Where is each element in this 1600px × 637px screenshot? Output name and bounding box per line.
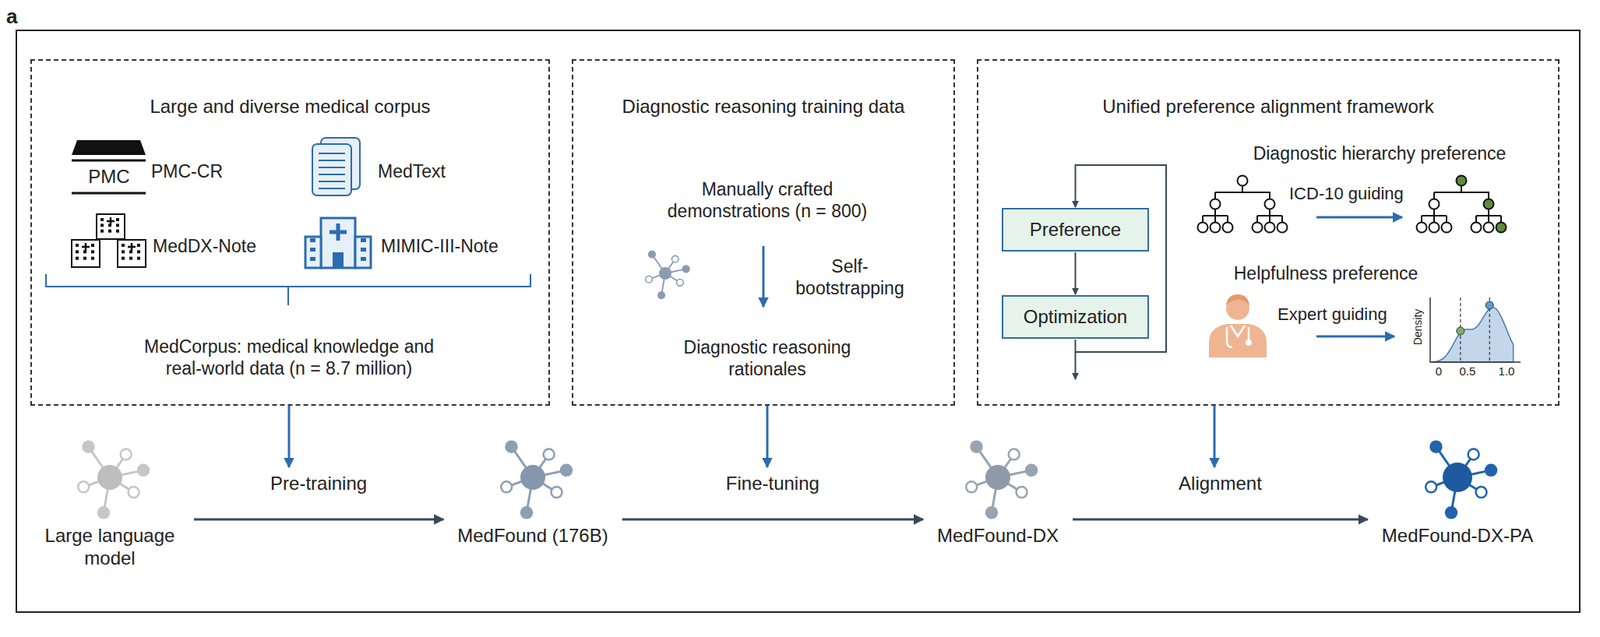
guide-arrow bbox=[1316, 216, 1403, 219]
model-node: MedFound-DX bbox=[929, 430, 1067, 547]
hierarchy-tree bbox=[1198, 176, 1288, 233]
feed-arrow bbox=[766, 405, 769, 468]
stage-arrow bbox=[622, 518, 924, 522]
bootstrap-arrow bbox=[762, 246, 765, 307]
model-node: MedFound (176B) bbox=[449, 430, 616, 547]
box-label: Preference bbox=[1029, 218, 1121, 241]
hierarchy-tree bbox=[1416, 176, 1507, 233]
doctor-icon bbox=[1208, 294, 1267, 358]
tick-label: 0 bbox=[1435, 364, 1442, 379]
bracket bbox=[45, 274, 531, 306]
guide-arrow bbox=[1316, 335, 1395, 339]
figure-frame bbox=[16, 30, 1580, 613]
corpus-name: PMC-CR bbox=[151, 160, 223, 183]
axis-title: Density bbox=[1411, 309, 1425, 346]
logo-text: PMC bbox=[88, 165, 130, 188]
corpus-name: MedDX-Note bbox=[152, 235, 257, 258]
model-node: MedFound-DX-PA bbox=[1374, 430, 1541, 547]
model-icon bbox=[951, 430, 1045, 525]
edge-label: Pre-training bbox=[270, 472, 367, 495]
process-box: Preference bbox=[1001, 207, 1149, 252]
data-note: Manually crafted demonstrations (n = 800… bbox=[650, 178, 885, 223]
hospital-icons bbox=[71, 214, 146, 268]
edge-label: Alignment bbox=[1178, 472, 1262, 495]
stage-arrow bbox=[193, 518, 444, 522]
loop-exit-arrow bbox=[1074, 352, 1077, 380]
panel-heading: Diagnostic reasoning training data bbox=[573, 95, 954, 118]
guide-label: ICD-10 guiding bbox=[1289, 183, 1404, 205]
model-icon bbox=[63, 430, 157, 525]
model-name: MedFound (176B) bbox=[457, 524, 608, 547]
pmc-icon-top bbox=[71, 140, 146, 156]
tick-label: 0.5 bbox=[1459, 364, 1477, 379]
model-name: MedFound-DX bbox=[937, 524, 1059, 547]
density-plot bbox=[1430, 297, 1521, 363]
pmc-icon-rule bbox=[71, 159, 146, 163]
preference-title: Diagnostic hierarchy preference bbox=[1253, 142, 1507, 165]
process-box: Optimization bbox=[1001, 295, 1149, 339]
stage-arrow bbox=[1072, 518, 1368, 522]
pmc-icon-rule bbox=[71, 192, 146, 195]
model-name: MedFound-DX-PA bbox=[1381, 524, 1534, 547]
guide-label: Expert guiding bbox=[1277, 304, 1388, 326]
feed-arrow bbox=[1213, 405, 1216, 468]
model-icon bbox=[486, 430, 580, 525]
document-icon bbox=[312, 137, 360, 196]
model-node: Large language model bbox=[31, 430, 188, 570]
box-label: Optimization bbox=[1023, 306, 1128, 328]
panel-heading: Unified preference alignment framework bbox=[978, 95, 1558, 118]
panel-letter: a bbox=[6, 4, 18, 30]
model-name: Large language model bbox=[39, 524, 180, 570]
network-icon bbox=[645, 250, 690, 299]
model-icon bbox=[1410, 430, 1505, 525]
feed-arrow bbox=[288, 405, 291, 468]
corpus-summary: MedCorpus: medical knowledge and real-wo… bbox=[125, 335, 453, 380]
corpus-name: MIMIC-III-Note bbox=[380, 235, 499, 258]
loop-connector bbox=[1074, 252, 1077, 295]
dashed-panel: Unified preference alignment frameworkPr… bbox=[976, 59, 1560, 406]
edge-label: Fine-tuning bbox=[725, 472, 820, 495]
data-note: Diagnostic reasoning rationales bbox=[650, 336, 885, 381]
preference-title: Helpfulness preference bbox=[1233, 262, 1419, 285]
step-label: Self-bootstrapping bbox=[785, 255, 915, 300]
illustration bbox=[16, 30, 1580, 613]
corpus-name: MedText bbox=[377, 160, 446, 183]
tick-label: 1.0 bbox=[1498, 364, 1516, 379]
hospital-icon bbox=[305, 218, 371, 268]
panel-heading: Large and diverse medical corpus bbox=[31, 95, 549, 118]
